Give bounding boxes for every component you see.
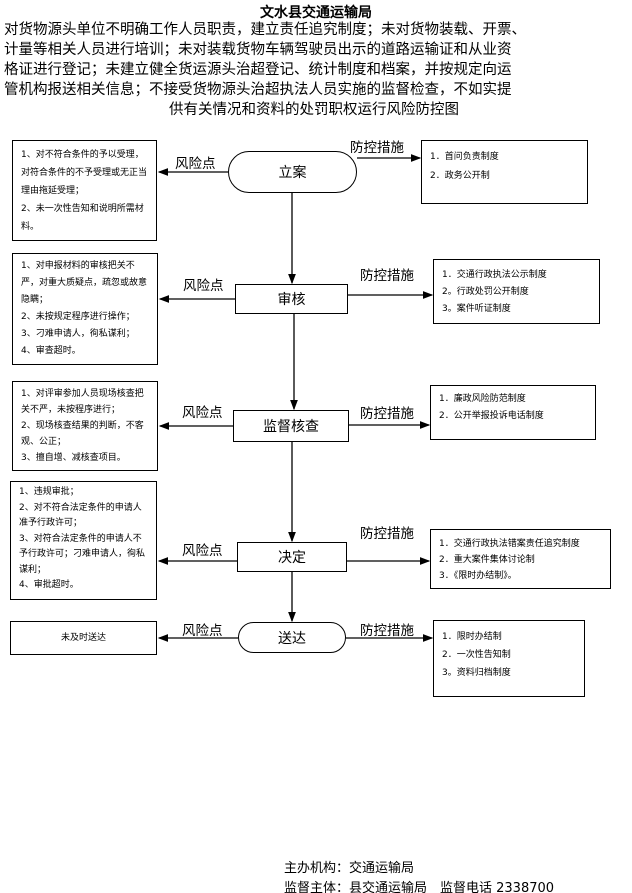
risk-label: 风险点 bbox=[182, 623, 223, 639]
risk-box: 1、对申报材料的审核把关不严，对重大质疑点，疏忽或故意隐瞒； 2、未按规定程序进… bbox=[12, 253, 158, 365]
step-node-inspection: 监督核查 bbox=[233, 410, 349, 442]
control-item: 3。资料归档制度 bbox=[442, 668, 511, 678]
risk-item: 2、对不符合法定条件的申请人准予行政许可； bbox=[19, 502, 142, 529]
control-item: 2．政务公开制 bbox=[430, 171, 490, 181]
risk-item: 1、对申报材料的审核把关不严，对重大质疑点，疏忽或故意隐瞒； bbox=[21, 261, 148, 305]
control-box: 1．交通行政执法公示制度 2。行政处罚公开制度 3。案件听证制度 bbox=[433, 259, 600, 324]
control-label: 防控措施 bbox=[360, 406, 414, 422]
control-item: 1．限时办结制 bbox=[442, 632, 502, 642]
risk-box: 未及时送达 bbox=[10, 621, 157, 655]
risk-item: 2、未一次性告知和说明所需材料。 bbox=[21, 204, 144, 232]
description-line: 格证进行登记；未建立健全货运源头治超登记、统计制度和档案，并按规定向运 bbox=[4, 62, 512, 78]
description-line: 供有关情况和资料的处罚职权运行风险防控图 bbox=[169, 102, 459, 118]
control-box: 1．交通行政执法错案责任追究制度 2．重大案件集体讨论制 3．《限时办结制》。 bbox=[430, 529, 611, 589]
description-line: 管机构报送相关信息；不接受货物源头治超执法人员实施的监督检查，不如实提 bbox=[4, 82, 512, 98]
risk-box: 1、对评审参加人员现场核查把关不严，未按程序进行； 2、现场核查结果的判断，不客… bbox=[12, 381, 158, 471]
control-label: 防控措施 bbox=[360, 526, 414, 542]
risk-item: 3、刁难申请人，徇私谋利； bbox=[21, 329, 135, 339]
control-item: 2．一次性告知制 bbox=[442, 650, 511, 660]
risk-item: 4、审批超时。 bbox=[19, 580, 79, 590]
control-item: 1．交通行政执法错案责任追究制度 bbox=[439, 539, 580, 549]
page-title: 文水县交通运输局 bbox=[260, 5, 372, 21]
risk-item: 3、对符合法定条件的申请人不予行政许可；刁难申请人，徇私谋利； bbox=[19, 533, 146, 575]
description-line: 计量等相关人员进行培训；未对装载货物车辆驾驶员出示的道路运输证和从业资 bbox=[4, 42, 512, 58]
risk-item: 2、现场核查结果的判断，不客观、公正； bbox=[21, 421, 144, 447]
control-item: 1．交通行政执法公示制度 bbox=[442, 270, 547, 280]
risk-item: 1、对评审参加人员现场核查把关不严，未按程序进行； bbox=[21, 389, 144, 415]
control-label: 防控措施 bbox=[350, 140, 404, 156]
control-item: 2．公开举报投诉电话制度 bbox=[439, 411, 544, 421]
diagram-description: 对货物源头单位不明确工作人员职责，建立责任追究制度；未对货物装载、开票、 计量等… bbox=[4, 20, 624, 120]
control-box: 1．首问负责制度 2．政务公开制 bbox=[421, 140, 588, 204]
step-node-decision: 决定 bbox=[237, 542, 347, 572]
risk-item: 1、对不符合条件的予以受理，对符合条件的不予受理或无正当理由拖延受理； bbox=[21, 150, 148, 196]
risk-box: 1、对不符合条件的予以受理，对符合条件的不予受理或无正当理由拖延受理； 2、未一… bbox=[12, 140, 157, 241]
risk-item: 2、未按规定程序进行操作； bbox=[21, 312, 135, 322]
control-label: 防控措施 bbox=[360, 268, 414, 284]
control-item: 1．廉政风险防范制度 bbox=[439, 394, 526, 404]
step-node-review: 审核 bbox=[235, 284, 348, 314]
risk-item: 1、违规审批； bbox=[19, 487, 79, 497]
risk-item: 4、审查超时。 bbox=[21, 346, 81, 356]
step-node-delivery: 送达 bbox=[238, 622, 346, 653]
footer-supervisor: 监督主体：县交通运输局 监督电话 2338700 bbox=[284, 881, 555, 893]
control-item: 2。行政处罚公开制度 bbox=[442, 287, 529, 297]
risk-item: 3、擅自增、减核查项目。 bbox=[21, 453, 126, 463]
control-item: 3。案件听证制度 bbox=[442, 304, 511, 314]
description-line: 对货物源头单位不明确工作人员职责，建立责任追究制度；未对货物装载、开票、 bbox=[4, 22, 526, 38]
risk-label: 风险点 bbox=[182, 543, 223, 559]
control-item: 2．重大案件集体讨论制 bbox=[439, 555, 535, 565]
risk-label: 风险点 bbox=[182, 405, 223, 421]
risk-label: 风险点 bbox=[175, 156, 216, 172]
control-label: 防控措施 bbox=[360, 623, 414, 639]
control-item: 3．《限时办结制》。 bbox=[439, 571, 517, 581]
control-item: 1．首问负责制度 bbox=[430, 152, 499, 162]
control-box: 1．廉政风险防范制度 2．公开举报投诉电话制度 bbox=[430, 385, 596, 440]
footer-host: 主办机构：交通运输局 bbox=[284, 861, 415, 876]
risk-label: 风险点 bbox=[183, 278, 224, 294]
risk-box: 1、违规审批； 2、对不符合法定条件的申请人准予行政许可； 3、对符合法定条件的… bbox=[10, 481, 157, 600]
step-node-filing: 立案 bbox=[228, 151, 357, 193]
risk-item: 未及时送达 bbox=[60, 633, 106, 643]
control-box: 1．限时办结制 2．一次性告知制 3。资料归档制度 bbox=[433, 620, 585, 697]
